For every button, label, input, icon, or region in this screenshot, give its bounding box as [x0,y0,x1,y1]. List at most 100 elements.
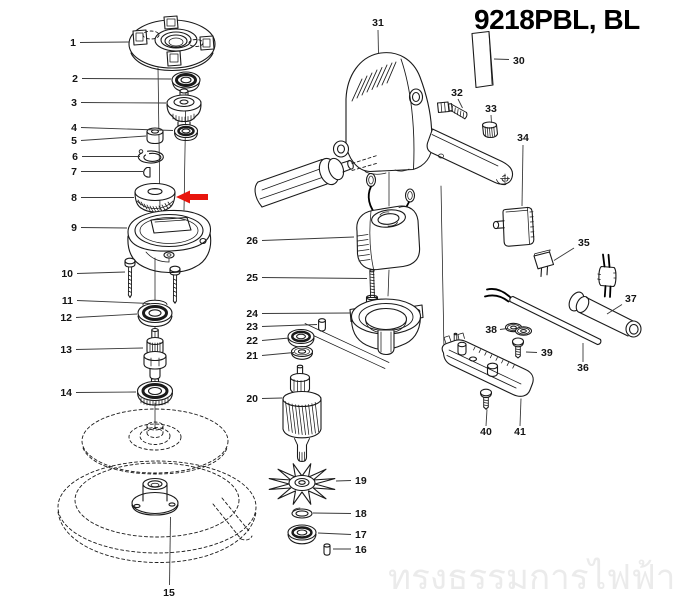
part-17-ball-bearing [287,524,317,545]
leader-line-11 [76,300,151,304]
part-23-pin [318,318,326,332]
part-16-pin [323,543,331,556]
part-40-screw [479,388,493,410]
part-label-10: 10 [61,268,73,280]
leader-line-22 [261,337,290,341]
part-label-31: 31 [372,17,384,29]
part-31-motor-housing [332,52,434,175]
side-handle-grip [254,155,379,208]
part-label-30: 30 [513,55,525,67]
leader-line-18 [312,512,352,514]
part-14-sealed-bearing [136,380,174,406]
leader-line-14 [75,391,137,393]
part-24-bearing-box [349,298,424,356]
part-label-16: 16 [355,544,367,556]
red-arrow-pointer [176,190,208,204]
part-label-24: 24 [246,308,258,320]
part-label-33: 33 [485,103,497,115]
part-21-flat-washer [290,345,314,360]
part-label-38: 38 [485,324,497,336]
leader-line-4 [80,127,174,131]
leader-line-38 [499,328,508,330]
leader-line-15 [169,516,171,586]
part-label-8: 8 [71,192,77,204]
model-title: 9218PBL, BL [474,4,640,35]
part-19-fan [268,463,336,505]
leader-line-40 [485,409,488,427]
part-label-14: 14 [60,387,72,399]
part-label-7: 7 [71,166,77,178]
part-label-20: 20 [246,393,258,405]
part-label-4: 4 [71,122,77,134]
part-label-22: 22 [246,335,258,347]
part-4-ball-bearing [173,123,199,142]
leader-line-1 [79,41,130,43]
part-label-26: 26 [246,235,258,247]
leader-line-20 [261,397,283,399]
leader-line-25 [261,277,368,279]
part-10-housing-screws [124,257,181,304]
leader-line-34 [521,144,524,207]
part-34-switch [492,206,535,247]
leader-line-31 [377,29,379,54]
part-2-ball-bearing [171,71,201,93]
part-36-power-cord [484,288,602,346]
leader-line-17 [317,532,352,535]
leader-line-33 [490,114,492,124]
part-41-base-plate [441,332,534,397]
part-37-cord-guard [568,291,642,338]
leader-line-24 [261,312,352,314]
leader-line-13 [75,347,144,350]
part-26-field-stator [356,205,421,271]
part-15-pad-assembly [57,408,257,563]
part-label-1: 1 [70,37,76,49]
leader-line-32 [457,98,463,109]
part-35-capacitor [533,249,555,278]
leader-line-9 [80,227,128,229]
rear-handle-bar [426,128,514,186]
watermark: ทรงธรรมการไฟฟ้า [388,557,675,597]
part-label-36: 36 [577,362,589,374]
part-label-15: 15 [163,587,175,599]
leader-line-26 [261,236,355,241]
part-label-34: 34 [517,132,529,144]
part-label-32: 32 [451,87,463,99]
leader-line-35 [553,247,575,261]
leader-line-3 [80,102,167,104]
leader-line-19 [335,480,352,482]
part-12-ball-bearing [137,302,173,328]
part-label-25: 25 [246,272,258,284]
part-label-18: 18 [355,508,367,520]
part-label-12: 12 [60,312,72,324]
part-30-carbon-brush [471,30,494,89]
part-label-3: 3 [71,97,77,109]
part-7-woodruff-key [143,166,151,178]
leader-line-5 [80,135,147,141]
part-20-armature [282,364,322,463]
part-label-40: 40 [480,426,492,438]
part-42-terminal-connector [597,253,617,298]
part-13-spindle [143,327,167,387]
part-label-13: 13 [60,344,72,356]
part-label-35: 35 [578,237,590,249]
part-8-crown-gear [134,182,176,213]
part-label-39: 39 [541,347,553,359]
part-label-23: 23 [246,321,258,333]
part-39-screw [511,337,525,359]
part-label-41: 41 [514,426,526,438]
part-label-37: 37 [625,293,637,305]
leader-line-10 [76,271,126,274]
part-label-17: 17 [355,529,367,541]
part-6-retaining-ring [137,149,164,164]
part-label-5: 5 [71,135,77,147]
leader-line-41 [519,398,522,427]
part-number-labels: 1234567891011121314151617181920212223242… [60,17,637,599]
leader-line-30 [493,58,510,60]
part-38-washers [504,322,533,336]
part-9-gear-housing [127,209,212,274]
part-label-11: 11 [62,295,73,307]
leader-line-37 [606,304,623,315]
part-label-6: 6 [72,151,78,163]
